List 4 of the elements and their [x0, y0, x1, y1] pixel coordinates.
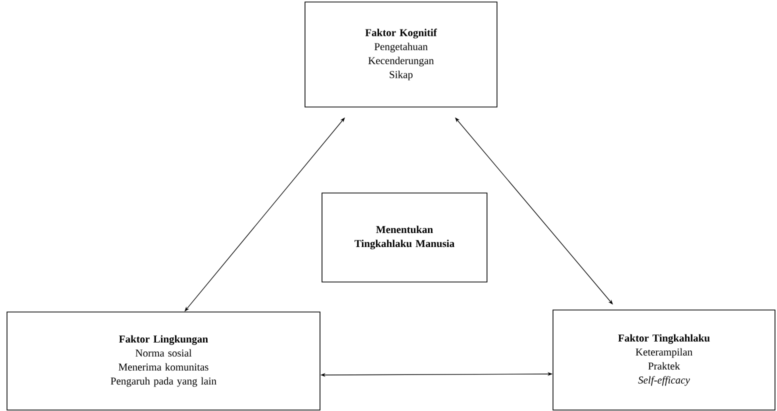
text-box: Faktor Lingkungan Norma sosial Menerima komunitas Pengaruh pada yang lain	[6, 312, 320, 410]
text-box: Faktor Kognitif Pengetahuan Kecenderungan Sikap	[304, 2, 498, 108]
text-box: Menentukan Tingkahlaku Manusia	[322, 192, 488, 282]
text-box: Faktor Tingkahlaku Keterampilan Praktek Self-efficacy	[552, 310, 776, 410]
